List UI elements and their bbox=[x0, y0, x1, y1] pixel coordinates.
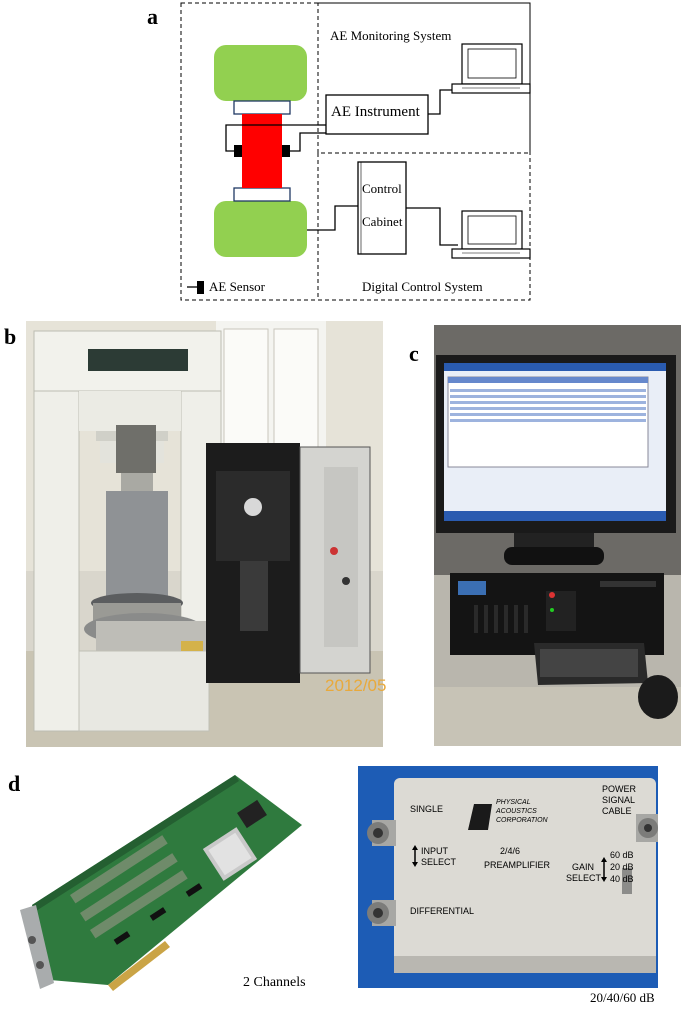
panel-b-photo bbox=[26, 321, 383, 747]
preamp-company-3: CORPORATION bbox=[496, 817, 548, 824]
ae-instrument-label: AE Instrument bbox=[331, 104, 420, 120]
panel-d-caption: 2 Channels bbox=[243, 975, 306, 990]
control-cabinet-box bbox=[357, 161, 407, 255]
output-connector bbox=[636, 814, 658, 842]
loading-frame bbox=[33, 330, 222, 732]
preamp-input-2: SELECT bbox=[421, 857, 457, 867]
preamp-differential-label: DIFFERENTIAL bbox=[410, 906, 475, 916]
ae-sensor-legend-label: AE Sensor bbox=[209, 279, 265, 294]
control-computer-icon bbox=[451, 210, 531, 259]
panel-a-letter: a bbox=[147, 4, 158, 29]
input-connector-bottom bbox=[367, 900, 396, 926]
preamp-body bbox=[394, 778, 656, 973]
mouse bbox=[638, 675, 678, 719]
monitoring-system-frame bbox=[317, 2, 531, 154]
preamp-db-2: 20 dB bbox=[610, 862, 634, 872]
photo-date-stamp: 2012/05 bbox=[325, 676, 387, 695]
preamp-gain-1: GAIN bbox=[572, 862, 595, 872]
card-bracket bbox=[20, 905, 54, 989]
ae-sensor-right bbox=[282, 145, 290, 157]
top-end-cap bbox=[233, 100, 291, 115]
preamp-model-2: PREAMPLIFIER bbox=[484, 860, 551, 870]
preamp-single-label: SINGLE bbox=[410, 804, 444, 814]
control-cabinet bbox=[206, 443, 371, 683]
panel-d-letter: d bbox=[8, 771, 21, 796]
bottom-end-cap bbox=[233, 187, 291, 202]
preamp-power-2: SIGNAL bbox=[602, 795, 636, 805]
panel-b-letter: b bbox=[4, 324, 17, 349]
gain-switch bbox=[622, 868, 632, 894]
ae-sensor-legend-icon bbox=[197, 281, 204, 294]
ae-instrument-box bbox=[325, 94, 429, 135]
control-cabinet-label-1: Control bbox=[362, 181, 402, 196]
panel-c-letter: c bbox=[409, 341, 419, 366]
panel-a-diagram bbox=[180, 2, 531, 301]
ae-sensor-left bbox=[234, 145, 242, 157]
preamp-db-1: 60 dB bbox=[610, 850, 634, 860]
rock-specimen bbox=[242, 114, 282, 188]
pci-edge-connector bbox=[108, 941, 170, 991]
control-cabinet-label-2: Cabinet bbox=[362, 214, 403, 229]
preamp-input-1: INPUT bbox=[421, 846, 448, 856]
panel-e-caption: 20/40/60 dB bbox=[590, 990, 655, 1005]
preamp-company-2: ACOUSTICS bbox=[496, 808, 537, 815]
preamp-power-3: CABLE bbox=[602, 806, 632, 816]
preamp-gain-2: SELECT bbox=[566, 873, 602, 883]
preamp-model-1: 2/4/6 bbox=[500, 846, 521, 856]
preamp-company-1: PHYSICAL bbox=[496, 799, 531, 806]
digital-control-system-label: Digital Control System bbox=[362, 279, 483, 294]
preamp-db-3: 40 dB bbox=[610, 874, 634, 884]
bottom-platen bbox=[214, 201, 307, 257]
panel-d-photo bbox=[20, 775, 302, 991]
preamp-power-1: POWER bbox=[602, 784, 637, 794]
panel-c-photo bbox=[434, 325, 681, 746]
top-platen bbox=[214, 45, 307, 101]
monitoring-computer-icon bbox=[451, 43, 531, 94]
input-connector-top bbox=[367, 820, 396, 846]
pac-logo bbox=[468, 804, 492, 830]
panel-e-photo: SINGLE PHYSICAL ACOUSTICS CORPORATION PO… bbox=[358, 766, 658, 988]
ae-monitoring-system-label: AE Monitoring System bbox=[330, 28, 452, 43]
